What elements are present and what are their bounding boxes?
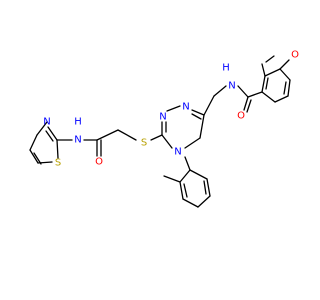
bond: [237, 85, 249, 98]
benzamide-n-label: N: [228, 81, 235, 92]
amide-h-label: H: [74, 117, 82, 128]
bond: [283, 81, 287, 95]
triazole-n1-label: N: [159, 112, 166, 123]
bond: [163, 175, 181, 183]
bond: [150, 134, 163, 141]
bond: [117, 129, 137, 141]
bond: [29, 149, 39, 164]
bond: [161, 134, 173, 149]
bond: [33, 152, 42, 165]
bond: [199, 114, 205, 139]
benzamide-h-label: H: [222, 63, 230, 74]
bond: [179, 181, 184, 200]
methoxy-o-label: O: [291, 50, 299, 61]
thioether-s-label: S: [141, 138, 147, 149]
bond: [261, 91, 276, 103]
thiazole-s-label: S: [55, 158, 61, 169]
bond: [247, 91, 263, 98]
bond: [279, 59, 290, 70]
bond: [203, 95, 215, 116]
bond: [243, 96, 249, 111]
bond: [166, 105, 181, 112]
bond: [213, 85, 227, 97]
triazole-n2-label: N: [182, 102, 189, 113]
bond: [45, 130, 54, 142]
bond: [191, 113, 202, 120]
atom-labels: H N O N S S N N N H N O O: [43, 50, 299, 169]
molecule-canvas: H N O N S S N N N H N O O: [0, 0, 300, 300]
bond: [246, 99, 252, 113]
bond: [182, 198, 199, 208]
bond: [261, 75, 266, 93]
bonds: [29, 55, 291, 208]
bond: [206, 178, 211, 197]
triazole-n4-label: N: [174, 147, 181, 158]
bond: [203, 180, 207, 195]
thiazole-n-label: N: [43, 117, 50, 128]
bond: [47, 126, 58, 141]
benzamide-o-label: O: [237, 111, 245, 122]
bond: [264, 68, 281, 77]
bond: [265, 77, 269, 90]
bond: [189, 169, 208, 180]
bond: [279, 68, 291, 81]
bond: [29, 134, 38, 151]
bond: [183, 183, 188, 198]
bond: [36, 121, 48, 136]
bond: [274, 95, 289, 103]
bond: [287, 79, 291, 97]
bond: [197, 195, 211, 208]
bond: [191, 109, 205, 116]
molecule-structure: H N O N S S N N N H N O O: [0, 0, 300, 300]
bond: [261, 63, 266, 77]
bond: [56, 139, 59, 159]
bond: [37, 161, 53, 164]
bond: [96, 129, 119, 141]
bond: [184, 156, 191, 171]
amide-o-label: O: [95, 157, 103, 168]
bond: [184, 137, 201, 149]
bond: [265, 55, 275, 63]
bond: [179, 169, 191, 183]
amide-n-label: N: [74, 135, 81, 146]
background: [0, 0, 300, 300]
